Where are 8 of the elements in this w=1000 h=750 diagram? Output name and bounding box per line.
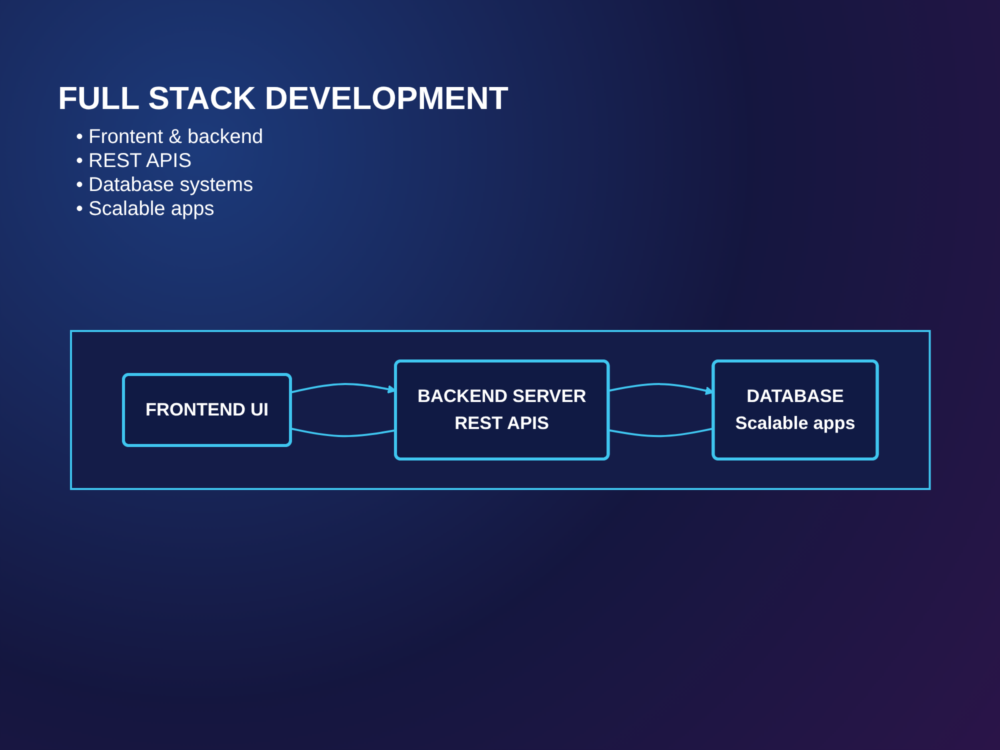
bullet-item: • Scalable apps <box>76 197 216 221</box>
bullet-item: • Frontent & backend <box>76 125 264 149</box>
connector <box>290 428 396 438</box>
cluster <box>70 330 930 490</box>
arrow <box>290 383 396 394</box>
title: FULL STACK DEVELOPMENT <box>58 80 508 117</box>
bullet-item: • REST APIS <box>76 149 193 173</box>
bullet-item: • Database systems <box>76 173 254 197</box>
